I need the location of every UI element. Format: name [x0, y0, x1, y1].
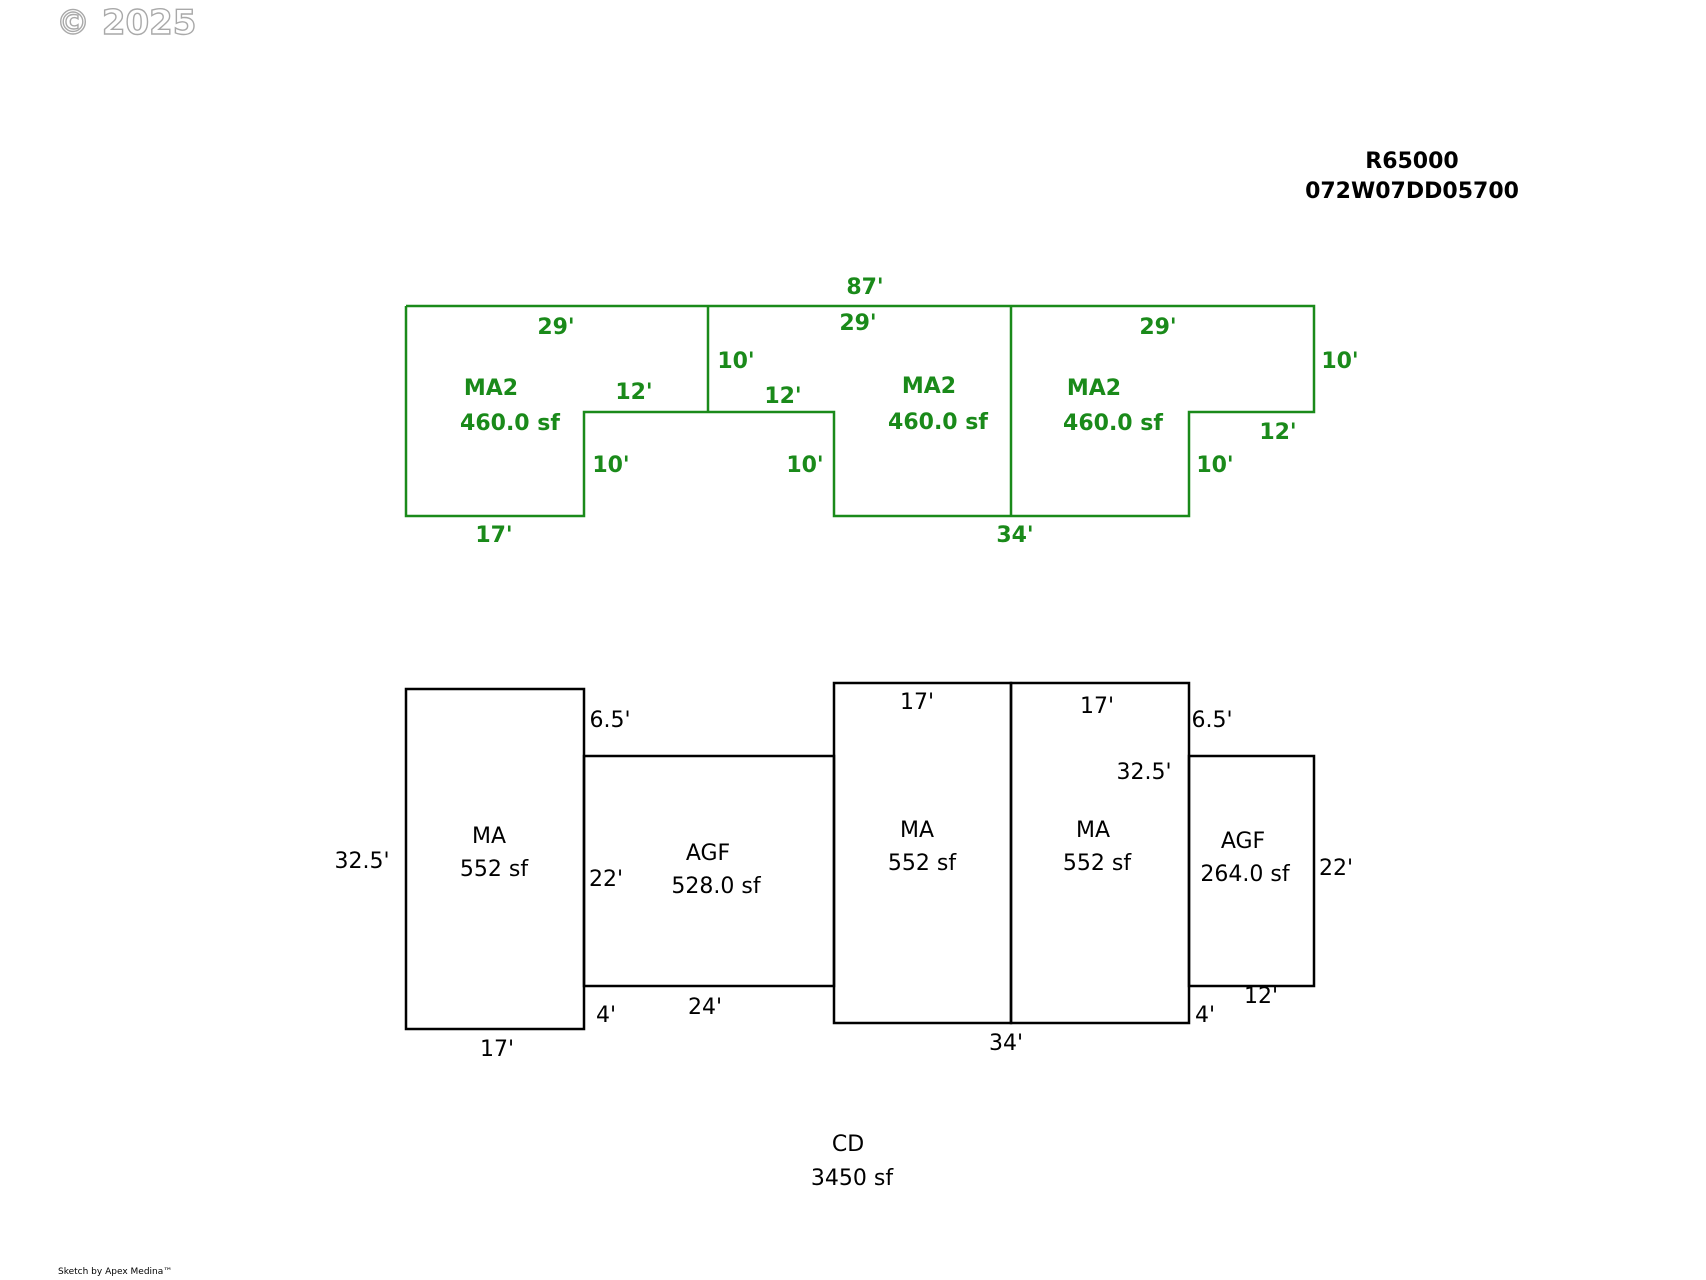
- main-s4-bottom-dim: 34': [989, 1031, 1023, 1056]
- main-s5-rect: [1187, 754, 1316, 988]
- main-s4-side-dim: 32.5': [1116, 760, 1171, 785]
- upper-s1-notch-dim: 10': [592, 453, 629, 478]
- sketch-footer-credit: Sketch by Apex Medina™: [58, 1267, 172, 1277]
- upper-s3-notch-top-dim: 12': [1259, 420, 1296, 445]
- main-s4-code: MA: [1076, 818, 1110, 843]
- upper-s2-top-dim: 29': [839, 311, 876, 336]
- main-s1-code: MA: [472, 824, 506, 849]
- upper-s1-top-dim: 29': [537, 315, 574, 340]
- main-s5-bottom-dim: 12': [1244, 984, 1278, 1009]
- upper-s2-bottom-dim: 34': [996, 523, 1033, 548]
- main-s3-code: MA: [900, 818, 934, 843]
- main-s5-side-dim: 22': [1319, 856, 1353, 881]
- upper-s1-divider-dim: 10': [717, 349, 754, 374]
- main-s2-bottom-dim: 24': [688, 995, 722, 1020]
- main-s4-top-dim: 17': [1080, 694, 1114, 719]
- upper-s2-notch-top-dim: 12': [764, 384, 801, 409]
- main-s5-offset-bottom-dim: 4': [1195, 1003, 1215, 1028]
- main-s2-side-dim: 22': [589, 867, 623, 892]
- main-s4-area: 552 sf: [1063, 851, 1132, 876]
- main-s5-area: 264.0 sf: [1200, 862, 1290, 887]
- main-s1-area: 552 sf: [460, 857, 529, 882]
- main-s3-area: 552 sf: [888, 851, 957, 876]
- upper-s2-code: MA2: [902, 374, 956, 399]
- account-number: R65000: [1365, 149, 1458, 174]
- upper-s2-area: 460.0 sf: [888, 410, 988, 435]
- upper-s3-area: 460.0 sf: [1063, 411, 1163, 436]
- upper-s1-bottom-dim: 17': [475, 523, 512, 548]
- main-s2-code: AGF: [686, 841, 730, 866]
- upper-total-width-label: 87': [846, 275, 883, 300]
- main-s2-area: 528.0 sf: [671, 874, 761, 899]
- upper-floor-labels: 87' 29' MA2 460.0 sf 12' 10' 17' 10' 29'…: [460, 275, 1359, 548]
- upper-s3-notch-dim: 10': [1196, 453, 1233, 478]
- main-s5-code: AGF: [1221, 829, 1265, 854]
- main-s2-offset-bottom-dim: 4': [596, 1003, 616, 1028]
- main-s3-top-dim: 17': [900, 690, 934, 715]
- copyright-watermark: © 2025: [56, 3, 196, 43]
- main-s2-offset-top-dim: 6.5': [589, 708, 630, 733]
- upper-s3-top-dim: 29': [1139, 315, 1176, 340]
- main-s1-bottom-dim: 17': [480, 1037, 514, 1062]
- upper-s3-right-dim: 10': [1321, 349, 1358, 374]
- upper-floor-outline: [404, 304, 1316, 518]
- main-s5-offset-top-dim: 6.5': [1191, 708, 1232, 733]
- map-lot-number: 072W07DD05700: [1305, 179, 1519, 204]
- upper-s1-area: 460.0 sf: [460, 411, 560, 436]
- upper-s1-notch-top-dim: 12': [615, 380, 652, 405]
- upper-s2-notch-dim: 10': [786, 453, 823, 478]
- upper-floor-plan: [404, 304, 1316, 518]
- upper-s3-code: MA2: [1067, 376, 1121, 401]
- main-floor-labels: MA 552 sf 32.5' 17' AGF 528.0 sf 6.5' 22…: [334, 690, 1353, 1062]
- summary-area: 3450 sf: [811, 1166, 894, 1191]
- summary-code: CD: [832, 1132, 864, 1157]
- upper-s1-code: MA2: [464, 376, 518, 401]
- main-s1-side-dim: 32.5': [334, 849, 389, 874]
- main-floor-plan: [404, 681, 1316, 1031]
